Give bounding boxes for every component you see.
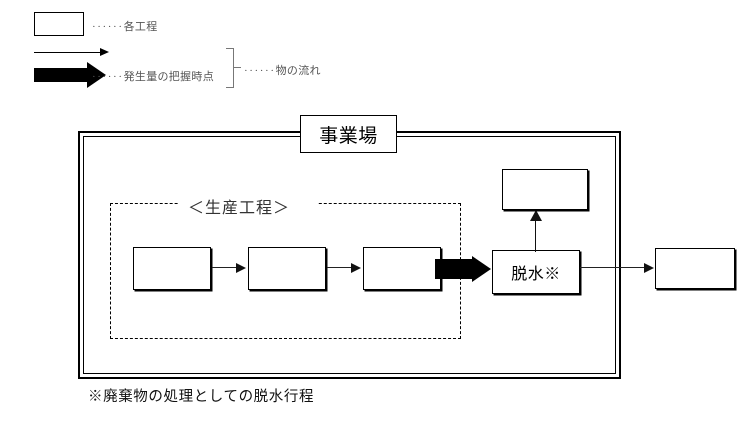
connector-dewatering-upper-output: [530, 210, 542, 252]
generation-point-thick-arrow: [435, 250, 495, 288]
legend-dots-2: ······: [92, 71, 124, 83]
legend-label-process: 各工程: [123, 21, 158, 33]
production-step-label-2: [249, 248, 325, 289]
footnote: ※廃棄物の処理としての脱水行程: [88, 389, 315, 405]
connector-dewatering-external: [580, 263, 658, 273]
legend: ······各工程 ······発生量の把握時点 ······物の流れ: [0, 0, 360, 100]
legend-label-generation-point: 発生量の把握時点: [123, 71, 214, 83]
connector-step2-step3: [327, 263, 363, 273]
production-step-box-3: [363, 247, 441, 290]
external-output-label: [656, 249, 734, 288]
production-title-label: ＜生産工程＞: [180, 194, 299, 218]
dewatering-label: 脱水※: [511, 266, 561, 283]
production-step-box-1: [133, 247, 211, 290]
legend-dots-3: ······: [244, 65, 276, 77]
production-step-label-3: [364, 248, 440, 289]
legend-thick-arrow-symbol: [34, 62, 120, 88]
upper-output-box: [502, 169, 588, 210]
upper-output-label: [503, 170, 587, 209]
legend-thin-arrow-symbol: [34, 48, 114, 58]
site-title-label: 事業場: [319, 125, 378, 147]
legend-process-box-row: ······各工程: [92, 18, 158, 34]
dewatering-box: 脱水※: [492, 250, 580, 294]
connector-step1-step2: [212, 263, 248, 273]
legend-label-material-flow: 物の流れ: [275, 65, 321, 77]
legend-process-box-symbol: [34, 12, 84, 36]
legend-flow-row: ······物の流れ: [244, 62, 321, 78]
external-output-box: [655, 248, 735, 289]
site-title-box: 事業場: [300, 115, 397, 153]
legend-dots-1: ······: [92, 21, 124, 33]
legend-bracket-tick: [234, 67, 241, 68]
legend-bracket: [226, 48, 234, 88]
production-step-label-1: [134, 248, 210, 289]
production-step-box-2: [248, 247, 326, 290]
legend-thick-arrow-row: ······発生量の把握時点: [92, 68, 214, 84]
